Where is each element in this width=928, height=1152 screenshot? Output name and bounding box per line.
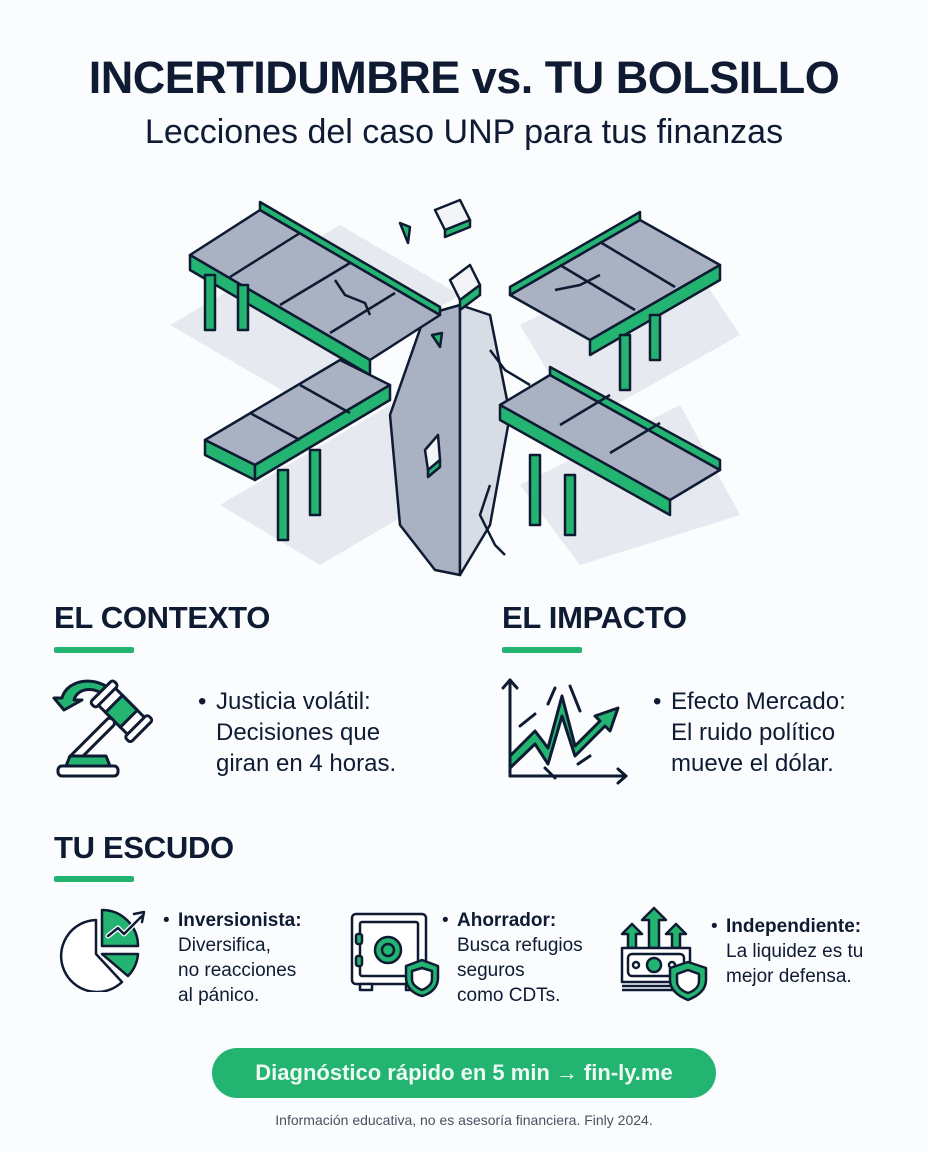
impacto-text: • Efecto Mercado: El ruido político muev… xyxy=(653,686,846,779)
arrow-right-icon: → xyxy=(555,1060,578,1085)
pie-chart-growth-icon xyxy=(59,908,146,992)
contexto-line: Decisiones que xyxy=(216,719,381,746)
item-line: mejor defensa. xyxy=(726,966,852,987)
page-subtitle: Lecciones del caso UNP para tus finanzas xyxy=(144,113,784,151)
bullet-dot: • xyxy=(711,916,718,937)
item-line: Diversifica, xyxy=(178,935,271,956)
gavel-icon xyxy=(52,679,154,778)
section-heading-contexto: EL CONTEXTO xyxy=(54,600,271,635)
impacto-line: mueve el dólar. xyxy=(671,750,834,777)
item-line: Busca refugios xyxy=(457,935,583,956)
broken-bridges-illustration xyxy=(170,198,740,577)
safe-shield-icon xyxy=(350,912,440,998)
bullet-dot: • xyxy=(198,688,207,715)
item-title: Ahorrador: xyxy=(457,910,557,931)
impacto-line: Efecto Mercado: xyxy=(671,688,846,715)
section-heading-escudo: TU ESCUDO xyxy=(54,830,234,865)
page-title: INCERTIDUMBRE vs. TU BOLSILLO xyxy=(88,52,840,103)
contexto-text: • Justicia volátil: Decisiones que giran… xyxy=(198,686,397,779)
item-title: Independiente: xyxy=(726,916,862,937)
footer-disclaimer: Información educativa, no es asesoría fi… xyxy=(275,1112,653,1128)
bullet-dot: • xyxy=(653,688,662,715)
section-heading-impacto: EL IMPACTO xyxy=(502,600,687,635)
section-underline xyxy=(54,647,134,653)
item-line: seguros xyxy=(457,960,525,981)
volatile-chart-icon xyxy=(501,678,628,785)
contexto-line: giran en 4 horas. xyxy=(216,750,397,777)
escudo-item-inversionista: • Inversionista: Diversifica, no reaccio… xyxy=(163,908,302,1008)
item-line: La liquidez es tu xyxy=(726,941,864,962)
bullet-dot: • xyxy=(163,910,170,931)
cash-shield-arrows-icon xyxy=(620,906,708,1002)
diagnostic-cta-button[interactable]: Diagnóstico rápido en 5 min → fin-ly.me xyxy=(212,1048,716,1098)
contexto-line: Justicia volátil: xyxy=(216,688,371,715)
item-line: como CDTs. xyxy=(457,985,561,1006)
item-line: no reacciones xyxy=(178,960,297,981)
bullet-dot: • xyxy=(442,910,449,931)
section-underline xyxy=(502,647,582,653)
section-underline xyxy=(54,876,134,882)
impacto-line: El ruido político xyxy=(671,719,836,746)
item-line: al pánico. xyxy=(178,985,260,1006)
cta-url-link[interactable]: fin-ly.me xyxy=(583,1060,673,1085)
escudo-item-independiente: • Independiente: La liquidez es tu mejor… xyxy=(711,914,864,989)
item-title: Inversionista: xyxy=(178,910,302,931)
cta-label: Diagnóstico rápido en 5 min xyxy=(255,1060,550,1085)
escudo-item-ahorrador: • Ahorrador: Busca refugios seguros como… xyxy=(442,908,583,1008)
